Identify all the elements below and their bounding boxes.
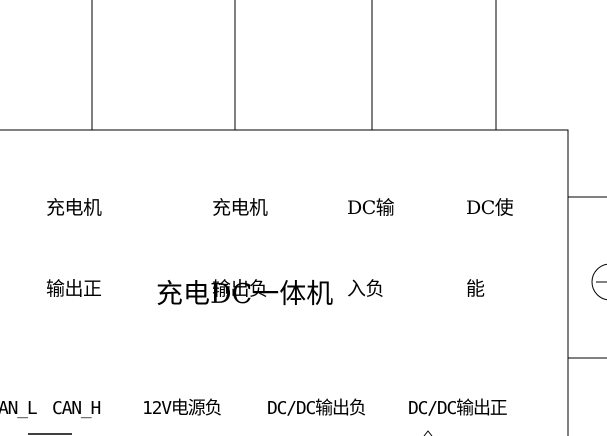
pin-label-dcdc-output-negative: DC/DC输出负 [267,398,367,419]
bottom-mark-fragment [423,430,433,436]
pin-label-charger-output-positive: 充电机 输出正 [46,141,126,357]
device-box-outline [0,129,569,436]
pin-label-charger-output-negative: 充电机 输出负 [212,141,292,357]
pin-label-line2: 入负 [347,278,385,300]
pin-label-line1: 充电机 [46,197,102,219]
pin-label-can-h: CAN_H [52,398,101,419]
pin-label-can-l: AN_L [0,398,38,419]
pin-label-dc-input-negative: DC输 入负 [347,141,427,357]
pin-label-line2: 输出负 [212,278,268,300]
device-title: 充电DC一体机 [156,279,334,310]
pin-label-line1: 充电机 [212,197,268,219]
pin-label-line1: DC输 [347,197,395,219]
pin-label-line2: 输出正 [46,278,102,300]
pin-label-line2: 能 [466,278,485,300]
pin-label-dc-enable: DC使 能 [466,141,546,357]
pin-label-12v-power-negative: 12V电源负 [142,398,223,419]
component-circle-partial [591,263,607,301]
pin-label-dcdc-output-positive: DC/DC输出正 [408,398,508,419]
pin-label-line1: DC使 [466,197,514,219]
